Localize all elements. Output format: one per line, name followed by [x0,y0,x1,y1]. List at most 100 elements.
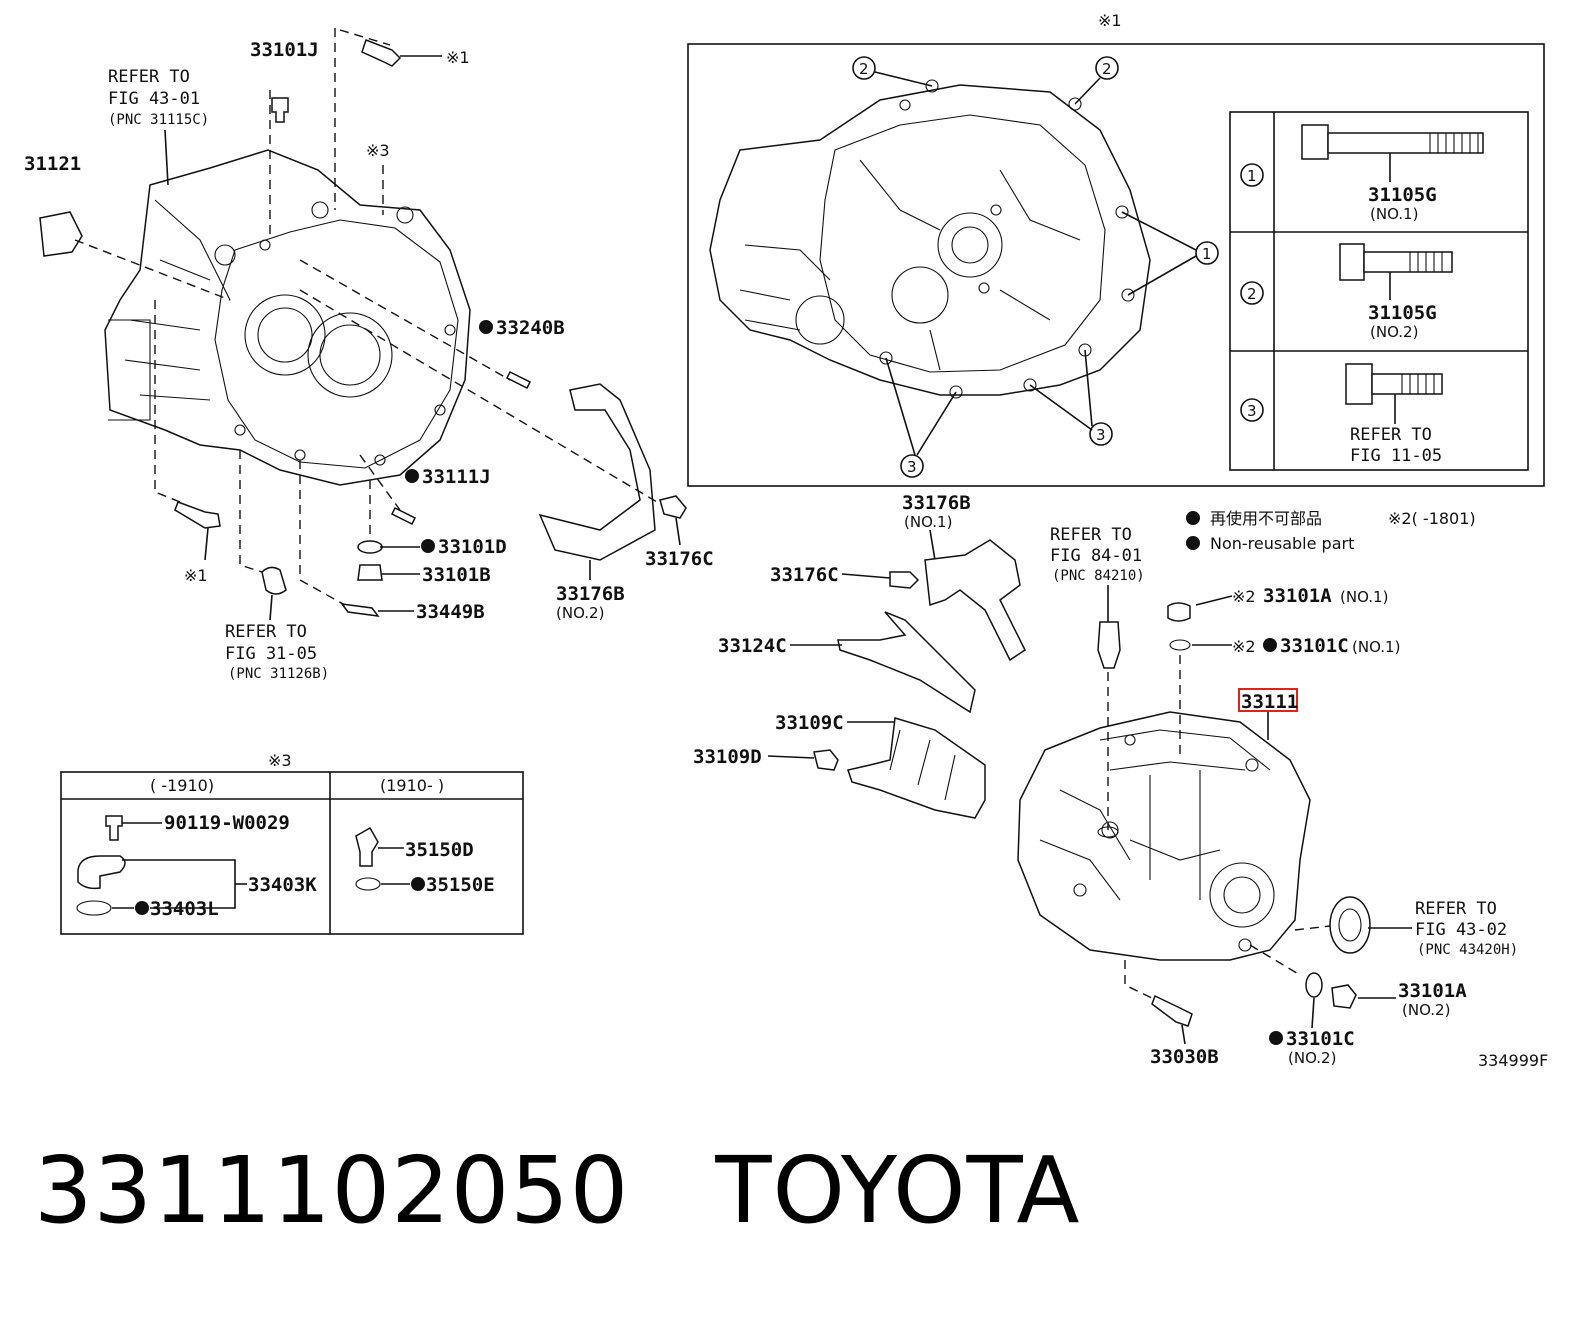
plug-35150d-shape [355,826,379,867]
qualifier-33101a-no2: (NO.2) [1402,1001,1450,1019]
label-33101j: 33101J [250,39,319,61]
bolt-row-1-num: 1 [1247,167,1257,185]
bolt-row-2-num: 2 [1247,285,1257,303]
mark-ref1-left: ※1 [184,566,208,585]
plug-33101b-shape [357,564,383,581]
qualifier-31105g-no1: (NO.1) [1370,205,1418,223]
brand-name: TOYOTA [715,1136,1081,1244]
ref-fig4301-line1: REFER TO [108,67,190,87]
ref-fig4301-line2: FIG 43-01 [108,89,200,109]
ref-fig8401-line1: REFER TO [1050,525,1132,545]
nonreusable-dot-33403l [135,901,149,915]
qualifier-33176b-no1: (NO.1) [904,513,952,531]
bolt-33109d-shape [813,749,839,771]
mark-ref1-top: ※1 [446,48,470,67]
qualifier-33101c-no2: (NO.2) [1288,1049,1336,1067]
label-33176c-left: 33176C [645,548,714,570]
ref-fig4301-line3: (PNC 31115C) [108,112,209,128]
breather-33403k-shape [77,855,126,890]
bolt-left-ref1-shape [174,501,221,529]
inset-col-left-header: ( -1910) [150,776,214,795]
bolt-row-1-circle [1240,163,1264,187]
clutch-housing-drawing [104,149,471,486]
bolt-31105g-no2-drawing [1339,243,1453,281]
gasket-33101c-no1-shape [1169,639,1191,651]
plug-33101a-no1-shape [1167,602,1191,622]
pin-33240b-shape [505,370,532,390]
bolt-row-3-circle [1240,398,1264,422]
highlight-box-33111 [1238,688,1298,712]
legend-dot-jp [1186,511,1200,525]
label-35150d: 35150D [405,839,474,861]
plug-refer-3105-shape [261,566,287,595]
magnet-33449b-shape [340,603,380,617]
qualifier-33101c-no1: (NO.1) [1352,638,1400,656]
label-33403k: 33403K [248,874,317,896]
exploded-parts-diagram: 33101J 31121 REFER TO FIG 43-01 (PNC 311… [24,11,1548,1070]
bolt-row-2-circle [1240,281,1264,305]
bolt-33030b-shape [1151,994,1193,1027]
qualifier-31105g-no2: (NO.2) [1370,323,1418,341]
inset-col-right-header: (1910- ) [380,776,444,795]
bolt-row-3-num: 3 [1247,402,1257,420]
bolt-top-ref1-shape [361,39,402,67]
label-33030b: 33030B [1150,1046,1219,1068]
ref-fig3105-line1: REFER TO [225,622,307,642]
bolt-31105g-no1-drawing [1301,124,1484,160]
gasket-33101c-no2-shape [1305,972,1323,998]
label-33101c-no2: 33101C [1286,1028,1355,1050]
bolt-33176c-left-shape [659,495,687,519]
qualifier-33101a-no1: (NO.1) [1340,588,1388,606]
label-33101c-no1: 33101C [1280,635,1349,657]
mark-ref1-box: ※1 [1098,11,1122,30]
ref-fig3105-line2: FIG 31-05 [225,644,317,664]
circle-callout-3b [900,454,924,478]
bracket-33176b-no2-shape [538,383,656,561]
breather-variant-table [60,771,524,935]
legend-range2: ※2( -1801) [1388,509,1476,528]
mark-ref3-inset: ※3 [268,751,292,770]
circle-callout-1 [1195,241,1219,265]
ref-fig8401-line2: FIG 84-01 [1050,546,1142,566]
washer-33101d-shape [357,540,383,554]
bolt-location-detail-box [687,43,1545,487]
label-31105g-no2: 31105G [1368,302,1437,324]
bolt-90119-shape [105,815,123,841]
circle-callout-3a [1089,422,1113,446]
ref-fig1105-line2: FIG 11-05 [1350,446,1442,466]
housing-bolt-face-drawing [709,79,1151,399]
nonreusable-dot-33111j [405,469,419,483]
oring-33403l-shape [76,900,112,916]
circle-callout-2b [1095,56,1119,80]
label-35150e: 35150E [426,874,495,896]
ref-fig4302-line3: (PNC 43420H) [1417,942,1518,958]
nonreusable-dot-35150e [411,877,425,891]
plug-33101a-no2-shape [1331,984,1357,1009]
label-33111j: 33111J [422,466,491,488]
circle-callout-3a-num: 3 [1096,426,1106,444]
label-33176c-mid: 33176C [770,564,839,586]
nonreusable-dot-33101c-no1 [1263,638,1277,652]
mark-ref3-housing: ※3 [366,141,390,160]
circle-callout-2b-num: 2 [1102,60,1112,78]
circle-callout-1-num: 1 [1202,245,1212,263]
ref-fig3105-line3: (PNC 31126B) [228,666,329,682]
oil-seal-43420h-shape [1329,896,1371,954]
label-33403l: 33403L [150,898,219,920]
bolt-type-table [1229,111,1529,471]
nonreusable-dot-33240b [479,320,493,334]
sensor-port [1097,826,1119,838]
legend-en: Non-reusable part [1210,534,1354,553]
circle-callout-3b-num: 3 [907,458,917,476]
label-31121: 31121 [24,153,81,175]
nonreusable-dot-33101c-no2 [1269,1031,1283,1045]
part-number-caption: 3311102050 TOYOTA [34,1135,1081,1245]
ref-fig4302-line1: REFER TO [1415,899,1497,919]
mark-ref2-33101c: ※2 [1232,637,1256,656]
bolt-refer-1105-drawing [1345,363,1443,405]
plug-31121-shape [39,211,83,257]
circle-callout-2a-num: 2 [859,60,869,78]
legend-jp: 再使用不可部品 [1210,509,1322,528]
label-33109d: 33109D [693,746,762,768]
circle-callout-2a [852,56,876,80]
